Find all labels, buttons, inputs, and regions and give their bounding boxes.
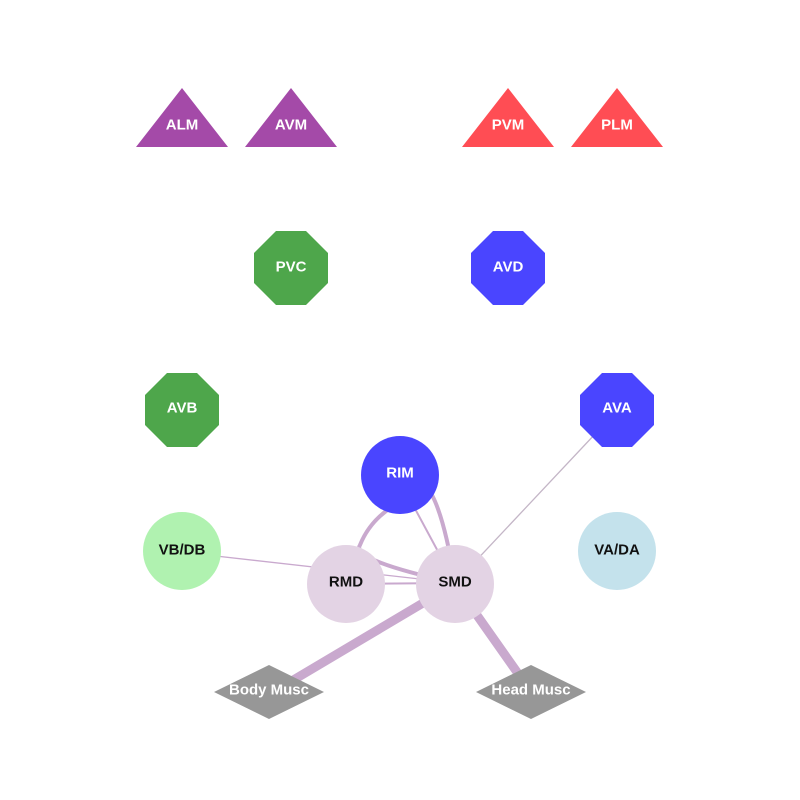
- node-label-plm: PLM: [601, 117, 633, 134]
- node-pvm[interactable]: PVM: [462, 88, 554, 147]
- node-rim[interactable]: RIM: [361, 436, 439, 514]
- node-smd[interactable]: SMD: [416, 545, 494, 623]
- node-label-avb: AVB: [167, 400, 198, 417]
- node-plm[interactable]: PLM: [571, 88, 663, 147]
- node-label-ava: AVA: [602, 400, 632, 417]
- node-label-vbdb: VB/DB: [159, 542, 206, 559]
- node-head-musc[interactable]: Head Musc: [476, 665, 586, 719]
- node-vbdb[interactable]: VB/DB: [143, 512, 221, 590]
- node-pvc[interactable]: PVC: [254, 231, 328, 305]
- octagon-shape: [580, 373, 654, 447]
- triangle-shape: [136, 88, 228, 147]
- circle-shape: [307, 545, 385, 623]
- node-label-pvc: PVC: [276, 259, 307, 276]
- circle-shape: [361, 436, 439, 514]
- octagon-shape: [145, 373, 219, 447]
- circle-shape: [416, 545, 494, 623]
- node-alm[interactable]: ALM: [136, 88, 228, 147]
- diamond-shape: [476, 665, 586, 719]
- octagon-shape: [254, 231, 328, 305]
- triangle-shape: [245, 88, 337, 147]
- node-label-body-musc: Body Musc: [229, 682, 309, 699]
- node-label-head-musc: Head Musc: [491, 682, 570, 699]
- node-avb[interactable]: AVB: [145, 373, 219, 447]
- node-vada[interactable]: VA/DA: [578, 512, 656, 590]
- node-label-vada: VA/DA: [594, 542, 640, 559]
- octagon-shape: [471, 231, 545, 305]
- node-label-pvm: PVM: [492, 117, 525, 134]
- node-label-rim: RIM: [386, 465, 414, 482]
- node-label-avm: AVM: [275, 117, 307, 134]
- triangle-shape: [462, 88, 554, 147]
- circle-shape: [578, 512, 656, 590]
- node-avd[interactable]: AVD: [471, 231, 545, 305]
- node-avm[interactable]: AVM: [245, 88, 337, 147]
- node-label-avd: AVD: [493, 259, 524, 276]
- node-label-smd: SMD: [438, 574, 472, 591]
- node-label-rmd: RMD: [329, 574, 363, 591]
- triangle-shape: [571, 88, 663, 147]
- node-body-musc[interactable]: Body Musc: [214, 665, 324, 719]
- circle-shape: [143, 512, 221, 590]
- node-label-alm: ALM: [166, 117, 199, 134]
- node-ava[interactable]: AVA: [580, 373, 654, 447]
- diamond-shape: [214, 665, 324, 719]
- node-rmd[interactable]: RMD: [307, 545, 385, 623]
